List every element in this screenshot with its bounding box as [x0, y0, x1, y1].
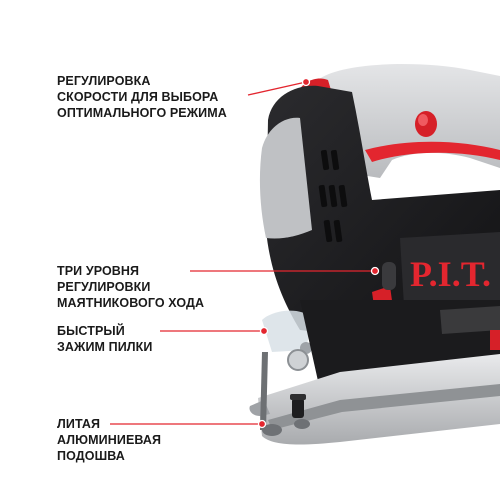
callout-line: СКОРОСТИ ДЛЯ ВЫБОРА [57, 90, 219, 104]
callout-line: ОПТИМАЛЬНОГО РЕЖИМА [57, 106, 227, 120]
saw-blade [260, 352, 268, 430]
callout-aluminium-shoe: ЛИТАЯ АЛЮМИНИЕВАЯ ПОДОШВА [57, 416, 161, 464]
callout-line: ПОДОШВА [57, 449, 125, 463]
blade-guard [262, 310, 312, 352]
side-panel-gray [259, 117, 312, 239]
leader-speed [247, 81, 307, 96]
callout-pendulum-levels: ТРИ УРОВНЯ РЕГУЛИРОВКИ МАЯТНИКОВОГО ХОДА [57, 263, 204, 311]
callout-dots [257, 77, 380, 429]
callout-line: ЗАЖИМ ПИЛКИ [57, 340, 153, 354]
brand-text: P.I.T. [410, 254, 491, 294]
callout-line: ТРИ УРОВНЯ [57, 264, 140, 278]
callout-blade-clamp: БЫСТРЫЙ ЗАЖИМ ПИЛКИ [57, 323, 152, 355]
callout-line: АЛЮМИНИЕВАЯ [57, 433, 162, 447]
callout-line: РЕГУЛИРОВКИ [57, 280, 151, 294]
callout-leaders [110, 81, 375, 425]
shoe-knob [292, 398, 304, 418]
vent-slots [318, 149, 348, 243]
callout-line: ЛИТАЯ [57, 417, 101, 431]
callout-line: МАЯТНИКОВОГО ХОДА [57, 296, 205, 310]
callout-line: БЫСТРЫЙ [57, 324, 125, 338]
callout-line: РЕГУЛИРОВКА [57, 74, 151, 88]
blade-clamp [287, 349, 309, 371]
handle-red-stripe [365, 141, 500, 162]
callout-speed-control: РЕГУЛИРОВКА СКОРОСТИ ДЛЯ ВЫБОРА ОПТИМАЛЬ… [57, 73, 227, 121]
brand-plate [400, 232, 500, 306]
